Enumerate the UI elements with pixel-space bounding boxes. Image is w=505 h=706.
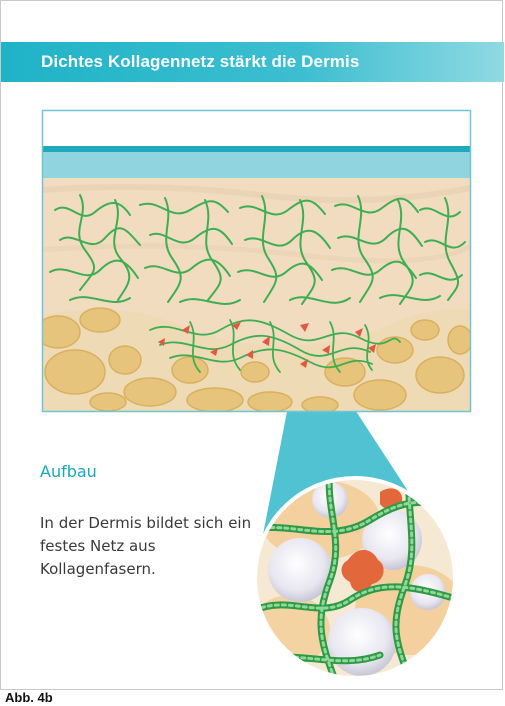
figure-caption: Abb. 4b (5, 690, 53, 705)
skin-surface (42, 110, 471, 146)
section-heading: Aufbau (40, 462, 97, 481)
epidermis-layer (42, 152, 471, 178)
skin-section (36, 110, 472, 413)
epidermis-line (42, 146, 471, 152)
section-description: In der Dermis bildet sich ein festes Net… (40, 512, 255, 581)
